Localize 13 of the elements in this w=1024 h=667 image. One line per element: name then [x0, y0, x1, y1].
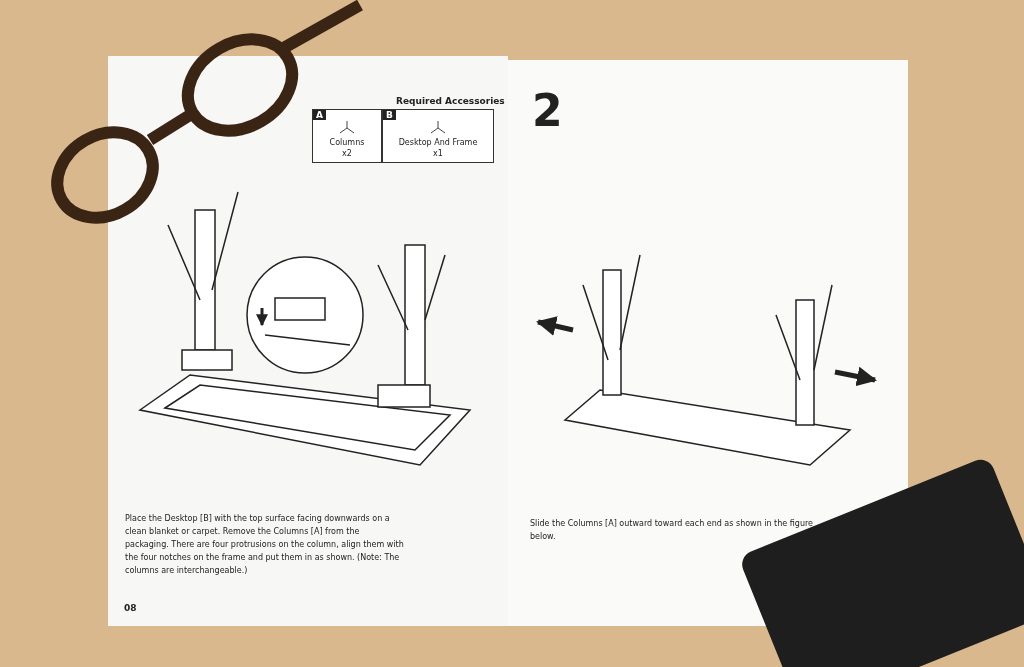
- instruction-text: Place the Desktop [B] with the top surface facing downwards on a clean blanket or carpet. Remove the Columns [A] from the packaging. There are four protrusions on the column, align them with the four notches on the frame and put them in as shown. (Note: The columns are interchangeable.): [125, 513, 405, 577]
- item-quantity: x2: [341, 149, 353, 159]
- step-number: 2: [532, 86, 563, 136]
- instruction-text: Slide the Columns [A] outward toward each end as shown in the figure below.: [530, 518, 814, 543]
- item-name: Desktop And Frame: [397, 138, 479, 148]
- item-letter: B: [383, 110, 396, 120]
- section-heading: Required Accessories: [396, 95, 505, 108]
- page-number: 08: [124, 602, 137, 615]
- accessory-card: [312, 109, 382, 163]
- item-letter: A: [313, 110, 326, 120]
- accessory-card: [382, 109, 494, 163]
- item-name: Columns: [328, 138, 366, 148]
- item-quantity: x1: [432, 149, 444, 159]
